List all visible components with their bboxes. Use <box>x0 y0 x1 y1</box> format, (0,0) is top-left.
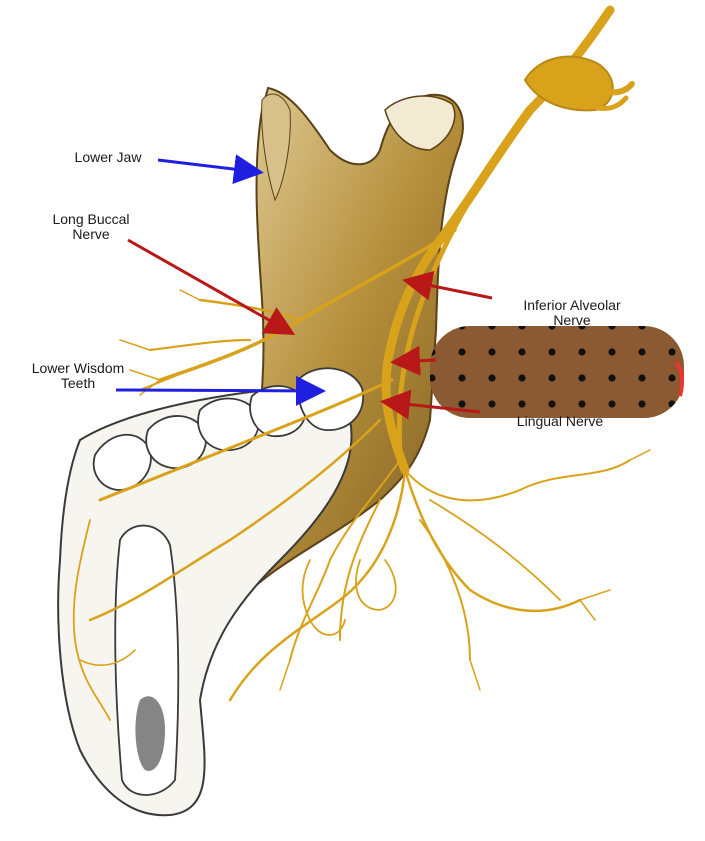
arrow-wisdom-teeth <box>115 375 326 406</box>
lower-jaw-text: Lower Jaw <box>74 149 142 165</box>
arrow-lingual <box>380 389 481 420</box>
label-inferior-alveolar-nerve: Inferior Alveolar Nerve <box>497 298 647 328</box>
label-lingual-nerve: Lingual Nerve <box>500 414 620 429</box>
marrow <box>135 696 165 771</box>
brown-patch <box>430 326 685 418</box>
arrow-ian-patch <box>390 345 437 376</box>
nerves <box>72 5 651 721</box>
label-long-buccal-nerve: Long Buccal Nerve <box>36 212 146 242</box>
wisdom-line1: Lower Wisdom <box>31 360 125 376</box>
wisdom-tooth <box>297 367 365 431</box>
arrow-long-buccal <box>127 238 296 335</box>
condyle-highlight <box>384 95 456 151</box>
arrow-lower-jaw <box>157 154 264 185</box>
label-lower-wisdom-teeth: Lower Wisdom Teeth <box>14 361 142 391</box>
wisdom-line2: Teeth <box>60 375 96 391</box>
coronoid-highlight <box>261 93 291 202</box>
ian-line1: Inferior Alveolar <box>523 297 621 313</box>
label-lower-jaw: Lower Jaw <box>58 150 158 165</box>
arrow-ian <box>402 271 493 301</box>
long-buccal-line1: Long Buccal <box>52 211 130 227</box>
long-buccal-line2: Nerve <box>72 226 110 242</box>
ian-line2: Nerve <box>553 312 591 328</box>
lingual-text: Lingual Nerve <box>516 413 604 429</box>
